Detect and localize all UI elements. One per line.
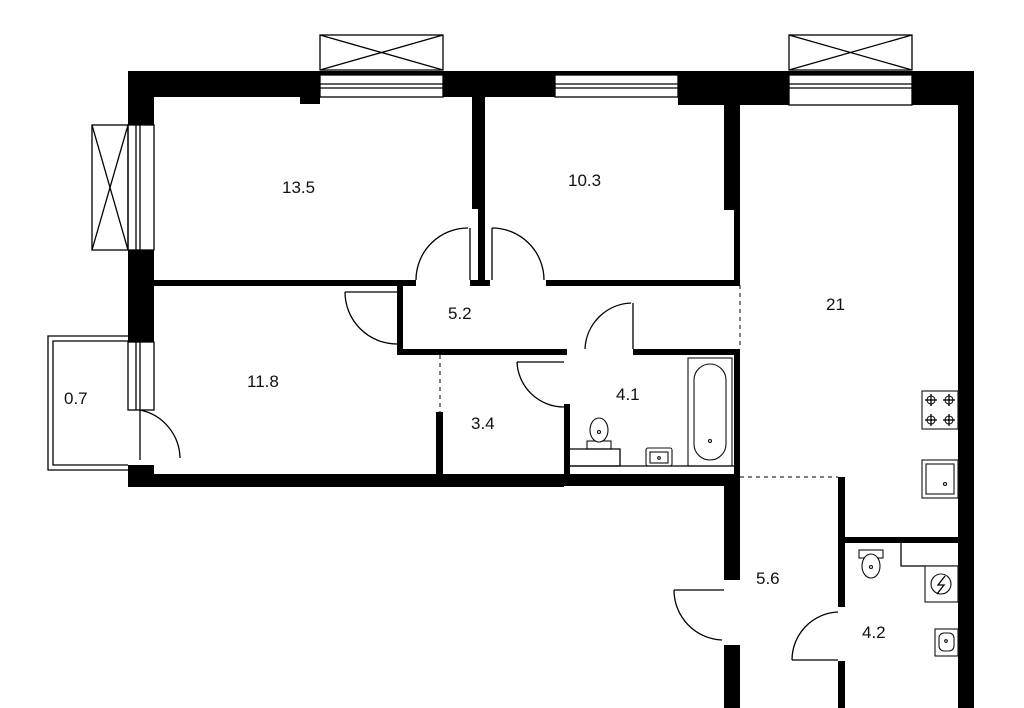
walls	[128, 71, 974, 708]
boiler-icon	[900, 543, 959, 603]
door-bathroom	[584, 302, 634, 350]
stove-icon	[921, 390, 959, 430]
window-left	[91, 124, 155, 251]
sink-icon	[645, 447, 673, 467]
window-top-right	[788, 34, 913, 106]
window-top-left	[319, 34, 444, 98]
door-entrance	[673, 589, 724, 641]
door-bedroom-2	[491, 227, 545, 281]
area-living-kitchen: 21	[826, 295, 845, 314]
open-boundaries	[439, 285, 838, 478]
room-labels: 13.5 10.3 21 5.2 11.8 0.7 3.4 4.1 5.6 4.…	[64, 171, 886, 642]
windows	[91, 34, 913, 411]
door-bedroom-1	[415, 227, 471, 281]
kitchen-sink-icon	[921, 459, 959, 499]
balcony-outline	[47, 335, 128, 471]
area-bathroom: 4.1	[616, 385, 640, 404]
area-toilet: 4.2	[862, 623, 886, 642]
bathtub-icon	[687, 357, 733, 467]
fixtures	[570, 357, 959, 657]
door-wardrobe	[516, 361, 565, 408]
guest-sink-icon	[934, 628, 959, 657]
door-toilet	[791, 611, 839, 661]
window-top-middle	[554, 74, 679, 98]
area-bedroom-1: 13.5	[282, 178, 315, 197]
area-balcony: 0.7	[64, 389, 88, 408]
door-bedroom-3	[344, 291, 398, 345]
area-corridor: 5.2	[448, 304, 472, 323]
area-bedroom-3: 11.8	[247, 372, 279, 391]
guest-toilet-icon	[858, 549, 884, 579]
toilet-bowl-icon	[586, 417, 612, 450]
doors	[139, 227, 839, 661]
area-bedroom-2: 10.3	[568, 171, 601, 190]
window-balcony	[127, 341, 155, 411]
door-balcony	[139, 409, 181, 460]
area-hallway: 5.6	[756, 569, 780, 588]
area-wardrobe: 3.4	[471, 414, 495, 433]
